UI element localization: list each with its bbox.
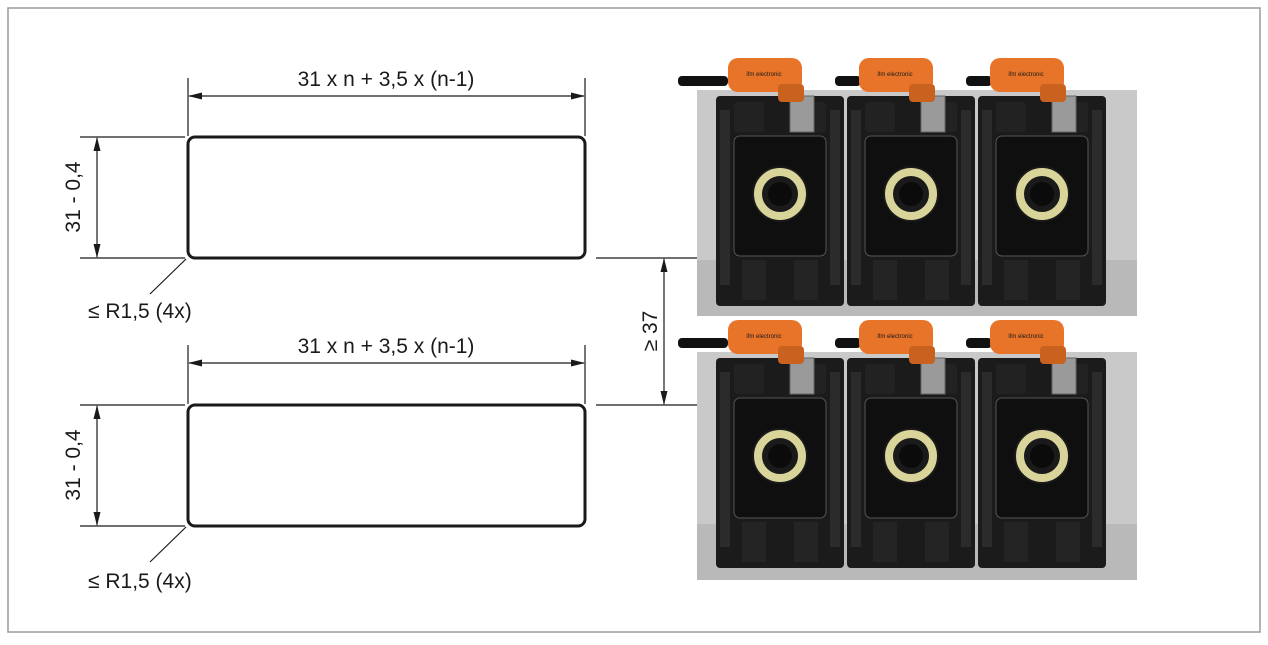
connector-brand-text: ifm electronic bbox=[1008, 334, 1043, 340]
upper-radius-leader bbox=[149, 258, 187, 295]
orange-connector-neck bbox=[1040, 346, 1066, 364]
upper-cutout-group: 31 x n + 3,5 x (n-1) 31 - 0,4 ≤ R1,5 (4x… bbox=[62, 68, 587, 323]
lower-radius-label: ≤ R1,5 (4x) bbox=[88, 570, 192, 593]
cable bbox=[678, 76, 728, 86]
unit-rail-right bbox=[1092, 110, 1102, 285]
lower-width-label: 31 x n + 3,5 x (n-1) bbox=[298, 335, 475, 358]
unit-bracket bbox=[996, 364, 1026, 394]
row-spacing-group: ≥ 37 bbox=[596, 257, 716, 406]
valve-port-inner bbox=[768, 444, 792, 468]
seal-ring bbox=[754, 430, 806, 482]
seal-ring bbox=[1016, 168, 1068, 220]
orange-connector bbox=[859, 320, 933, 354]
orange-connector-neck bbox=[909, 84, 935, 102]
unit-foot bbox=[925, 522, 949, 562]
seal-ring bbox=[754, 168, 806, 220]
unit-rail-left bbox=[720, 372, 730, 547]
unit-bracket bbox=[865, 102, 895, 132]
seal-ring bbox=[885, 168, 937, 220]
unit-foot bbox=[742, 522, 766, 562]
unit-bracket bbox=[865, 364, 895, 394]
orange-connector bbox=[728, 320, 802, 354]
device-row: ifm electronic ifm electronic ifm electron… bbox=[678, 320, 1137, 580]
unit-foot bbox=[1004, 260, 1028, 300]
cable bbox=[966, 76, 992, 86]
unit-bracket bbox=[734, 364, 764, 394]
lower-radius-leader bbox=[149, 526, 187, 563]
unit-bracket bbox=[734, 102, 764, 132]
unit-rail-right bbox=[961, 110, 971, 285]
seal-ring bbox=[885, 430, 937, 482]
connector-brand-text: ifm electronic bbox=[746, 72, 781, 78]
unit-foot bbox=[794, 522, 818, 562]
orange-connector-neck bbox=[1040, 84, 1066, 102]
orange-connector bbox=[859, 58, 933, 92]
unit-foot bbox=[742, 260, 766, 300]
valve-port-inner bbox=[1030, 182, 1054, 206]
unit-foot bbox=[1056, 522, 1080, 562]
connector-brand-text: ifm electronic bbox=[746, 334, 781, 340]
unit-rail-left bbox=[851, 110, 861, 285]
unit-foot bbox=[873, 260, 897, 300]
product-photo: ifm electronic ifm electronic ifm electron… bbox=[678, 58, 1137, 580]
unit-bracket bbox=[996, 102, 1026, 132]
orange-connector-neck bbox=[778, 346, 804, 364]
valve-port-inner bbox=[1030, 444, 1054, 468]
unit-foot bbox=[873, 522, 897, 562]
unit-foot bbox=[1004, 522, 1028, 562]
cable bbox=[835, 76, 861, 86]
valve-unit: ifm electronic bbox=[966, 58, 1106, 306]
unit-rail-right bbox=[830, 372, 840, 547]
upper-width-label: 31 x n + 3,5 x (n-1) bbox=[298, 68, 475, 91]
unit-rail-left bbox=[982, 372, 992, 547]
valve-unit: ifm electronic bbox=[835, 320, 975, 568]
orange-connector bbox=[990, 320, 1064, 354]
unit-rail-right bbox=[1092, 372, 1102, 547]
unit-rail-right bbox=[961, 372, 971, 547]
cable bbox=[835, 338, 861, 348]
lower-cutout-outline bbox=[186, 403, 587, 528]
orange-connector bbox=[990, 58, 1064, 92]
unit-rail-right bbox=[830, 110, 840, 285]
figure-frame bbox=[7, 7, 1261, 633]
orange-connector-neck bbox=[909, 346, 935, 364]
unit-foot bbox=[1056, 260, 1080, 300]
valve-port-inner bbox=[768, 182, 792, 206]
orange-connector bbox=[728, 58, 802, 92]
valve-port-inner bbox=[899, 444, 923, 468]
unit-rail-left bbox=[982, 110, 992, 285]
seal-ring bbox=[1016, 430, 1068, 482]
valve-port-inner bbox=[899, 182, 923, 206]
connector-brand-text: ifm electronic bbox=[877, 334, 912, 340]
upper-radius-label: ≤ R1,5 (4x) bbox=[88, 300, 192, 323]
lower-cutout-group: 31 x n + 3,5 x (n-1) 31 - 0,4 ≤ R1,5 (4x… bbox=[62, 335, 587, 593]
lower-height-label: 31 - 0,4 bbox=[62, 429, 85, 501]
unit-rail-left bbox=[720, 110, 730, 285]
row-spacing-label: ≥ 37 bbox=[639, 311, 662, 352]
connector-brand-text: ifm electronic bbox=[1008, 72, 1043, 78]
orange-connector-neck bbox=[778, 84, 804, 102]
upper-height-label: 31 - 0,4 bbox=[62, 161, 85, 233]
valve-unit: ifm electronic bbox=[966, 320, 1106, 568]
unit-rail-left bbox=[851, 372, 861, 547]
cable bbox=[966, 338, 992, 348]
valve-unit: ifm electronic bbox=[678, 320, 844, 568]
device-row: ifm electronic ifm electronic ifm electron… bbox=[678, 58, 1137, 316]
valve-unit: ifm electronic bbox=[678, 58, 844, 306]
cable bbox=[678, 338, 728, 348]
unit-foot bbox=[794, 260, 818, 300]
upper-cutout-outline bbox=[186, 135, 587, 260]
valve-unit: ifm electronic bbox=[835, 58, 975, 306]
connector-brand-text: ifm electronic bbox=[877, 72, 912, 78]
unit-foot bbox=[925, 260, 949, 300]
